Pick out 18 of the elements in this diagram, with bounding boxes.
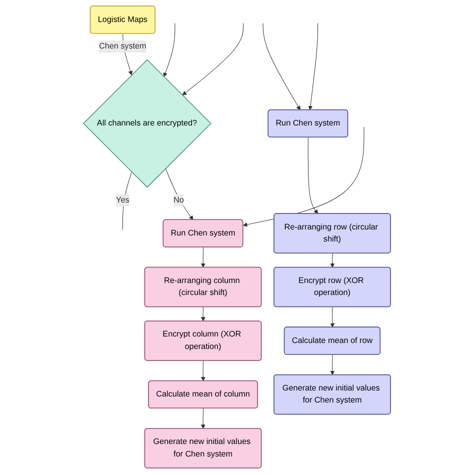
connector	[122, 172, 132, 230]
arrow	[330, 253, 335, 268]
arrow	[200, 247, 206, 268]
arrow	[163, 23, 176, 77]
arrow	[182, 23, 244, 96]
node-diamond: All channels are encrypted?	[82, 59, 212, 188]
edge-label: No	[174, 196, 184, 204]
arrow	[200, 360, 206, 382]
edge-label: Chen system	[98, 42, 146, 51]
edge-label: Yes	[116, 196, 130, 204]
arrow	[165, 168, 194, 220]
arrow	[200, 408, 206, 429]
arrow	[200, 306, 206, 322]
arrow	[262, 23, 300, 110]
arrow	[330, 354, 335, 376]
arrow	[308, 23, 318, 110]
arrow	[330, 306, 335, 328]
arrow	[308, 137, 318, 214]
